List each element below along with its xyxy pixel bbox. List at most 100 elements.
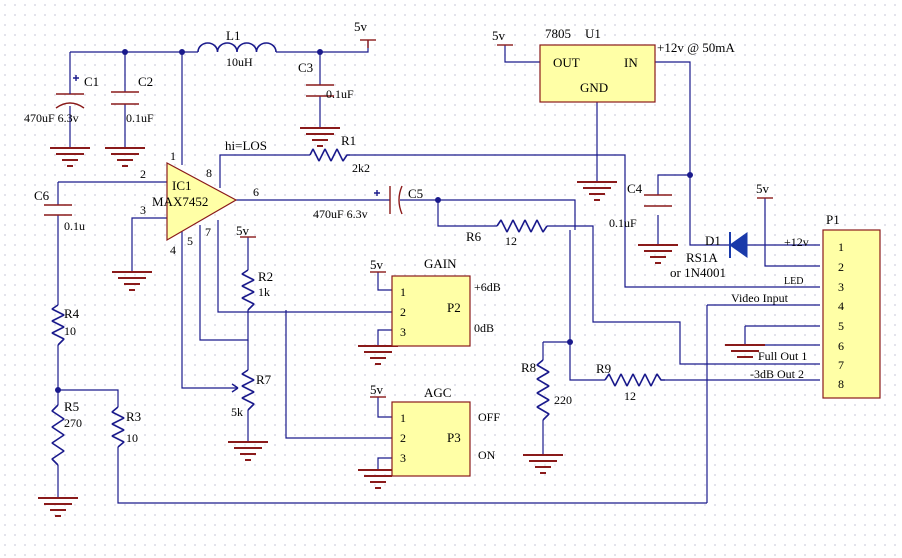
- p1-pin: 6: [838, 339, 844, 353]
- r3-value: 10: [126, 431, 138, 445]
- c3-capacitor: [306, 84, 334, 97]
- p1-connector: [822, 229, 881, 399]
- gain-title: GAIN: [424, 256, 457, 271]
- c6-ref: C6: [34, 188, 50, 203]
- supply-label: 5v: [370, 382, 384, 397]
- p2-jumper[interactable]: [391, 275, 471, 347]
- net-3db-out: -3dB Out 2: [750, 367, 804, 381]
- p3-ref: P3: [447, 430, 461, 445]
- d1-diode: [729, 232, 748, 258]
- r5-resistor: [51, 404, 65, 466]
- r8-value: 220: [554, 393, 572, 407]
- p1-pin: 1: [838, 240, 844, 254]
- c5-ref: C5: [408, 186, 423, 201]
- junctions: [55, 49, 693, 393]
- ic1-pin: 2: [140, 167, 146, 181]
- ic1-pin: 3: [140, 203, 146, 217]
- l1-ref: L1: [226, 28, 240, 43]
- c2-capacitor: [111, 91, 139, 105]
- l1-value: 10uH: [226, 55, 253, 69]
- c4-ref: C4: [627, 181, 643, 196]
- p2-ref: P2: [447, 300, 461, 315]
- r2-value: 1k: [258, 285, 270, 299]
- r7-value: 5k: [231, 405, 243, 419]
- supply-label: 5v: [236, 223, 250, 238]
- c5-value: 470uF 6.3v: [313, 207, 368, 221]
- r9-value: 12: [624, 389, 636, 403]
- gain-option-6db: +6dB: [474, 280, 501, 294]
- r1-value: 2k2: [352, 161, 370, 175]
- ic1-pin: 8: [206, 166, 212, 180]
- p3-jumper[interactable]: [391, 401, 471, 477]
- r3-ref: R3: [126, 409, 141, 424]
- d1-value: RS1A: [686, 250, 718, 265]
- r7-ref: R7: [256, 372, 272, 387]
- r4-value: 10: [64, 324, 76, 338]
- u1-gnd-pin: GND: [580, 80, 608, 95]
- ic1-amplifier: [166, 161, 238, 242]
- p1-pin: 5: [838, 319, 844, 333]
- gain-option-0db: 0dB: [474, 321, 494, 335]
- d1-ref: D1: [705, 233, 721, 248]
- u1-regulator: [539, 44, 656, 103]
- r6-ref: R6: [466, 229, 482, 244]
- c1-value: 470uF 6.3v: [24, 111, 79, 125]
- net-led: LED: [784, 276, 803, 287]
- c6-capacitor: [44, 204, 72, 216]
- ground-symbols: [38, 127, 765, 517]
- net-video-input: Video Input: [731, 291, 789, 305]
- los-note: hi=LOS: [225, 138, 267, 153]
- c2-value: 0.1uF: [126, 111, 154, 125]
- r4-ref: R4: [64, 306, 80, 321]
- r8-ref: R8: [521, 360, 536, 375]
- r1-resistor: [309, 148, 350, 162]
- p1-pin: 7: [838, 358, 844, 372]
- supply-label: 5v: [492, 28, 506, 43]
- agc-option-off: OFF: [478, 410, 500, 424]
- p1-pin: 2: [838, 260, 844, 274]
- r9-resistor: [604, 373, 665, 387]
- p3-pin: 1: [400, 411, 406, 425]
- ic1-pin: 4: [170, 243, 176, 257]
- r6-value: 12: [505, 234, 517, 248]
- plus12-note: +12v @ 50mA: [657, 40, 735, 55]
- p2-pin: 1: [400, 285, 406, 299]
- net-12v: +12v: [784, 235, 809, 249]
- r1-ref: R1: [341, 133, 356, 148]
- d1-alt: or 1N4001: [670, 265, 726, 280]
- ic1-pin: 6: [253, 185, 259, 199]
- p3-pin: 3: [400, 451, 406, 465]
- p3-pin: 2: [400, 431, 406, 445]
- supply-label: 5v: [756, 181, 770, 196]
- r2-resistor: [241, 269, 255, 311]
- wires: [57, 40, 820, 504]
- c4-capacitor: [644, 194, 672, 207]
- c2-ref: C2: [138, 74, 153, 89]
- r3-resistor: [111, 406, 125, 448]
- ic1-ref: IC1: [172, 178, 192, 193]
- u1-out-pin: OUT: [553, 55, 580, 70]
- supply-label: 5v: [354, 19, 368, 34]
- ic1-pin: 1: [170, 149, 176, 163]
- ic1-pin: 7: [205, 225, 211, 239]
- c4-value: 0.1uF: [609, 216, 637, 230]
- ic1-pin: 5: [187, 234, 193, 248]
- p1-ref: P1: [826, 212, 840, 227]
- l1-inductor: [197, 42, 277, 53]
- supply-flags: [240, 39, 773, 398]
- c3-ref: C3: [298, 60, 313, 75]
- p1-pin: 8: [838, 377, 844, 391]
- r5-ref: R5: [64, 399, 79, 414]
- p2-pin: 2: [400, 305, 406, 319]
- p1-pin: 4: [838, 299, 844, 313]
- p1-pin: 3: [838, 280, 844, 294]
- c5-capacitor: [374, 185, 403, 215]
- c3-value: 0.1uF: [326, 87, 354, 101]
- c6-value: 0.1u: [64, 219, 85, 233]
- u1-ref: U1: [585, 26, 601, 41]
- agc-title: AGC: [424, 385, 451, 400]
- r8-resistor: [536, 359, 550, 421]
- supply-label: 5v: [370, 257, 384, 272]
